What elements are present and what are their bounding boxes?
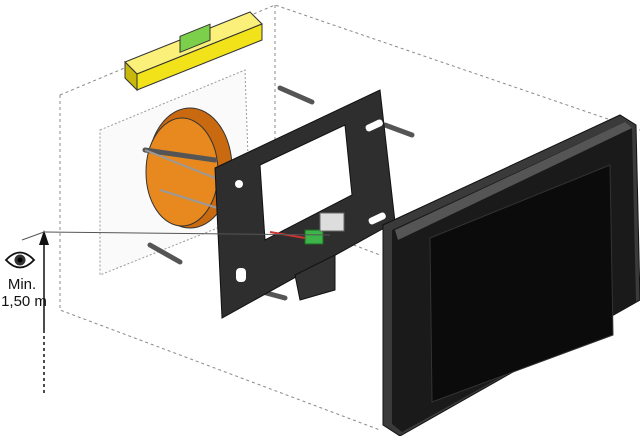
- mounting-plate: [214, 89, 396, 319]
- touch-panel: [382, 114, 640, 436]
- spirit-level-icon: [124, 11, 263, 92]
- height-label: 1,50 m: [1, 293, 47, 310]
- up-arrow-icon: [21, 230, 331, 395]
- min-label: Min.: [7, 276, 37, 293]
- connectors: [269, 212, 345, 245]
- eye-icon: [4, 251, 36, 269]
